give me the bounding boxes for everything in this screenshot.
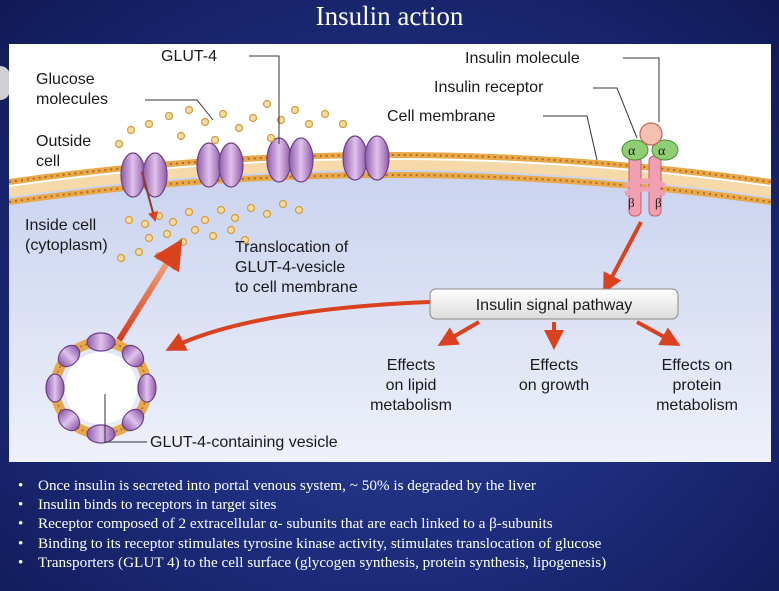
leader-lines: [104, 55, 660, 443]
translocation-arrow: [116, 238, 183, 342]
protein-effect-line2: protein: [673, 377, 722, 394]
cytoplasm: [9, 166, 771, 462]
bullet-item: Transporters (GLUT 4) to the cell surfac…: [14, 553, 774, 572]
outside-cell-label-line1: Outside: [36, 133, 91, 150]
glucose-entry-arrow: [141, 171, 158, 222]
glut4-label: GLUT-4: [161, 48, 217, 65]
signal-to-vesicle-arrow: [165, 300, 431, 351]
lipid-effect-line2: on lipid: [386, 377, 437, 394]
bullet-item: Receptor composed of 2 extracellular α- …: [14, 514, 774, 533]
inside-cell-label-line2: (cytoplasm): [25, 237, 108, 254]
bullet-item: Once insulin is secreted into portal ven…: [14, 476, 774, 495]
beta-label-left: β: [628, 195, 635, 210]
insulin-receptor-label: Insulin receptor: [434, 79, 544, 96]
lipid-effect-line1: Effects: [387, 357, 436, 374]
growth-effect-line2: on growth: [519, 377, 589, 394]
glut4-transporter-4: [342, 135, 390, 181]
glucose-label-line2: molecules: [36, 91, 108, 108]
lipid-effect-line3: metabolism: [370, 397, 452, 414]
glut4-transporter-3: [266, 137, 314, 183]
glut4-transporter-2: [196, 142, 244, 188]
glucose-molecules: [114, 99, 348, 271]
insulin-action-diagram: α α β β Insulin signal pathway Effects o…: [9, 48, 771, 462]
outside-cell-label-line2: cell: [36, 153, 60, 170]
slide-title: Insulin action: [315, 1, 464, 31]
translocation-label-line2: GLUT-4-vesicle: [235, 259, 345, 276]
protein-effect-line1: Effects on: [662, 357, 733, 374]
vesicle-label: GLUT-4-containing vesicle: [150, 434, 338, 451]
alpha-label-left: α: [628, 144, 636, 159]
signal-pathway-label: Insulin signal pathway: [476, 297, 633, 314]
alpha-label-right: α: [658, 144, 666, 159]
glut4-vesicle: [45, 332, 157, 444]
glucose-label-line1: Glucose: [36, 71, 95, 88]
cell-membrane-label: Cell membrane: [387, 108, 496, 125]
insulin-molecule: [639, 122, 663, 146]
protein-effect-line3: metabolism: [656, 397, 738, 414]
beta-label-right: β: [655, 195, 662, 210]
translocation-label-line3: to cell membrane: [235, 279, 358, 296]
signal-arrow: [603, 221, 643, 294]
protein-effect-arrow: [636, 320, 681, 346]
lipid-effect-arrow: [437, 320, 481, 347]
insulin-receptor: [621, 139, 679, 217]
diagram-panel: α α β β Insulin signal pathway Effects o…: [9, 44, 771, 462]
slide-number-tab: [0, 66, 10, 100]
inside-cell-label-line1: Inside cell: [25, 217, 96, 234]
bullet-list: Once insulin is secreted into portal ven…: [14, 476, 774, 572]
insulin-molecule-label: Insulin molecule: [465, 50, 580, 67]
bullet-item: Binding to its receptor stimulates tyros…: [14, 534, 774, 553]
growth-effect-line1: Effects: [530, 357, 579, 374]
bullet-item: Insulin binds to receptors in target sit…: [14, 495, 774, 514]
translocation-label-line1: Translocation of: [235, 239, 349, 256]
